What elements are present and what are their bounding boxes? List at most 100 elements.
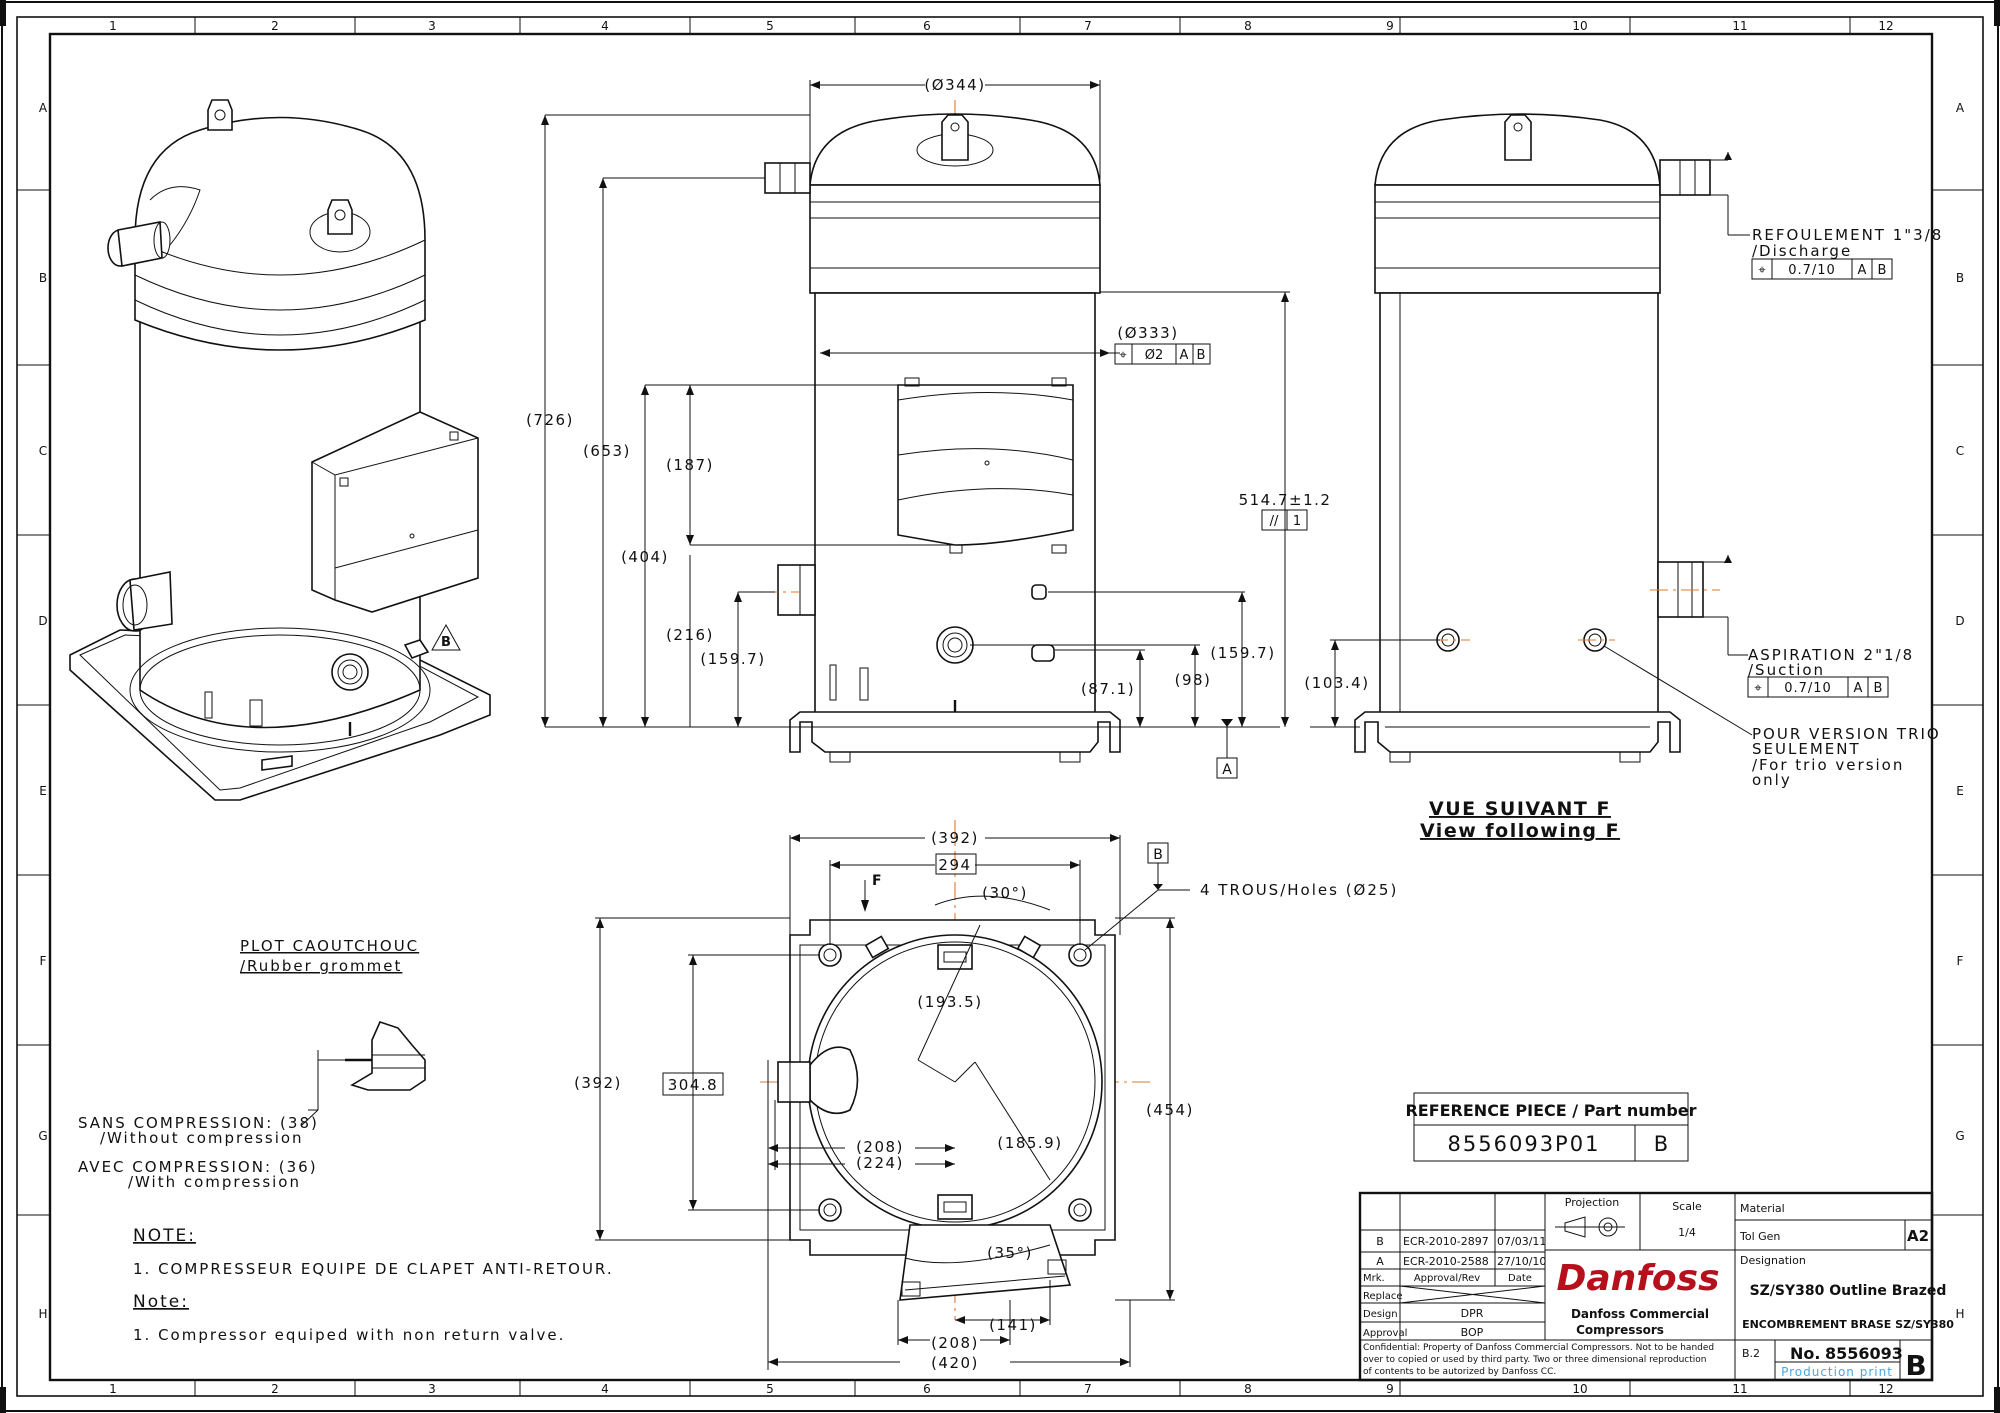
suction-label-en: /Suction: [1748, 661, 1825, 679]
row-label: B: [1956, 271, 1964, 285]
svg-text:A: A: [1180, 348, 1189, 363]
row-label: D: [1955, 614, 1964, 628]
iso-datum-b: B: [441, 635, 451, 650]
rev-mark: A: [1376, 1255, 1384, 1268]
view-title-en: View following F: [1420, 820, 1620, 842]
approval-value: BOP: [1461, 1326, 1484, 1339]
row-label: F: [40, 954, 47, 968]
rev-date: 07/03/11: [1497, 1235, 1546, 1248]
scale-value: 1/4: [1678, 1226, 1696, 1239]
dim-h726: (726): [526, 411, 574, 429]
note-en-title: Note:: [133, 1292, 189, 1312]
dim-h103-4: (103.4): [1304, 674, 1369, 692]
sheet-label: B.2: [1742, 1347, 1760, 1360]
brand-logo: Danfoss: [1556, 1258, 1719, 1299]
notes: NOTE: 1. COMPRESSEUR EQUIPE DE CLAPET AN…: [133, 1226, 612, 1344]
hdr-mrk: Mrk.: [1363, 1273, 1385, 1284]
scale-label: Scale: [1672, 1200, 1702, 1213]
dim-d333: (Ø333): [1117, 324, 1178, 342]
dim-h187: (187): [666, 456, 714, 474]
svg-text:⌖: ⌖: [1758, 263, 1766, 278]
datum-a-label: A: [1222, 762, 1232, 778]
dim-w294: 294: [938, 856, 971, 874]
designation-1: SZ/SY380 Outline Brazed: [1750, 1283, 1947, 1299]
col-label: 4: [601, 1382, 609, 1396]
col-label: 6: [923, 19, 931, 33]
view-title: VUE SUIVANT F: [1429, 798, 1611, 820]
dim-d344: (Ø344): [924, 76, 985, 94]
col-label: 7: [1084, 1382, 1092, 1396]
trio-note: /For trio version: [1752, 756, 1904, 774]
sans-compression: SANS COMPRESSION: (38): [78, 1114, 319, 1132]
dim-h514: 514.7±1.2: [1239, 491, 1332, 509]
company-name: Compressors: [1576, 1323, 1664, 1337]
dim-a30: (30°): [982, 884, 1028, 902]
svg-text:⌖: ⌖: [1119, 348, 1127, 363]
projection-label: Projection: [1565, 1196, 1619, 1209]
rev-ecr: ECR-2010-2588: [1403, 1255, 1489, 1268]
row-label: C: [1956, 444, 1964, 458]
reference-title: REFERENCE PIECE / Part number: [1405, 1101, 1696, 1120]
gdt-suction-frame: ⌖ 0.7/10 A B: [1747, 676, 1889, 698]
hdr-date: Date: [1508, 1273, 1532, 1284]
dim-w141: (141): [989, 1316, 1037, 1334]
drawing-no-label: No.: [1790, 1344, 1820, 1363]
col-label: 7: [1084, 19, 1092, 33]
row-label: G: [38, 1129, 47, 1143]
dim-h159-7-left: (159.7): [700, 650, 765, 668]
confidential-line: over to copied or used by third party. T…: [1363, 1355, 1707, 1365]
dim-w208b: (208): [931, 1334, 979, 1352]
col-label: 10: [1572, 1382, 1587, 1396]
dim-w420: (420): [931, 1354, 979, 1372]
gdt-parallel-frame: // 1: [1261, 509, 1308, 531]
grommet-detail: PLOT CAOUTCHOUC /Rubber grommet SANS COM…: [78, 937, 426, 1191]
col-label: 10: [1572, 19, 1587, 33]
dim-h159-7-right: (159.7): [1210, 644, 1275, 662]
col-label: 12: [1878, 19, 1893, 33]
dim-w224: (224): [856, 1154, 904, 1172]
sheet-size: A2: [1907, 1227, 1929, 1245]
holes-label: 4 TROUS/Holes (Ø25): [1200, 881, 1398, 899]
col-label: 11: [1732, 1382, 1747, 1396]
designation-2: ENCOMBREMENT BRASE SZ/SY380: [1742, 1318, 1954, 1331]
col-label: 11: [1732, 19, 1747, 33]
dim-h454: (454): [1146, 1101, 1194, 1119]
grid-column-labels: 1 2 3 4 5 6 7 8 9 10 11 12 1 2 3 4 5 6 7…: [109, 19, 1893, 1396]
reference-part: 8556093P01: [1448, 1132, 1601, 1156]
tol-label: Tol Gen: [1739, 1230, 1780, 1243]
row-label: H: [38, 1307, 47, 1321]
avec-compression: AVEC COMPRESSION: (36): [78, 1158, 318, 1176]
row-label: A: [1956, 101, 1965, 115]
svg-text:Ø2: Ø2: [1145, 348, 1164, 363]
row-label: G: [1955, 1129, 1964, 1143]
svg-text://: //: [1270, 514, 1279, 529]
suction-label: ASPIRATION 2"1/8: [1748, 646, 1914, 664]
col-label: 5: [766, 1382, 774, 1396]
view-arrow-f: F: [872, 873, 882, 889]
row-label: F: [1957, 954, 1964, 968]
dim-h304-8: 304.8: [668, 1076, 718, 1094]
top-datum-b: B: [1153, 847, 1163, 863]
col-label: 3: [428, 19, 436, 33]
col-label: 5: [766, 19, 774, 33]
confidential-line: of contents to be autorized by Danfoss C…: [1363, 1367, 1556, 1377]
design-label: Design: [1363, 1309, 1398, 1320]
replace-label: Replace: [1363, 1291, 1403, 1302]
trio-note: POUR VERSION TRIO: [1752, 725, 1941, 743]
dim-h404: (404): [621, 548, 669, 566]
grommet-title: PLOT CAOUTCHOUC: [240, 937, 419, 955]
company-name: Danfoss Commercial: [1571, 1307, 1709, 1321]
dim-r185-9: (185.9): [997, 1134, 1062, 1152]
dim-h392: (392): [574, 1074, 622, 1092]
col-label: 4: [601, 19, 609, 33]
discharge-label-en: /Discharge: [1752, 242, 1852, 260]
trio-note: SEULEMENT: [1752, 740, 1861, 758]
col-label: 1: [109, 1382, 117, 1396]
discharge-label: REFOULEMENT 1"3/8: [1752, 226, 1943, 244]
dim-h87-1: (87.1): [1081, 680, 1135, 698]
gdt-discharge-frame: ⌖ 0.7/10 A B: [1751, 258, 1893, 280]
rev-date: 27/10/10: [1497, 1255, 1546, 1268]
svg-text:⌖: ⌖: [1754, 681, 1762, 696]
svg-text:0.7/10: 0.7/10: [1788, 263, 1836, 278]
